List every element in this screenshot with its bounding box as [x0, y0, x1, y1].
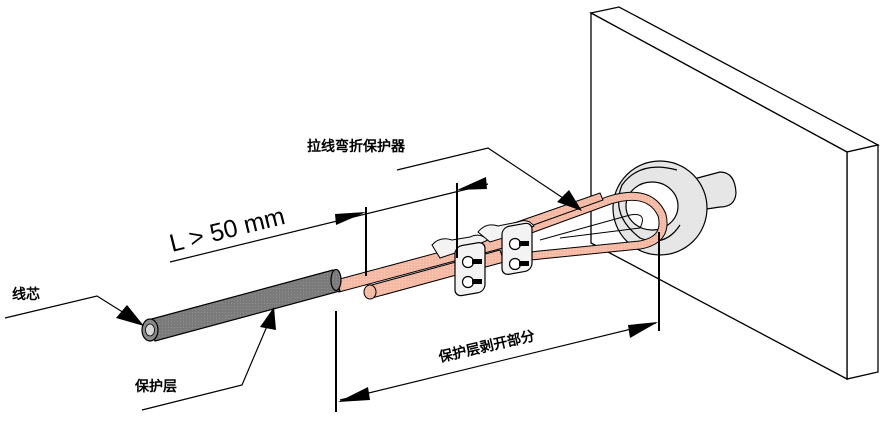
- label-wire-core: 线芯: [12, 286, 40, 303]
- label-stripped-section: 保护层剥开部分: [436, 327, 536, 366]
- leader-bend-protector: [396, 147, 582, 211]
- label-sheath: 保护层: [134, 378, 177, 395]
- wire-clamp-right: [477, 220, 535, 275]
- leader-wire-core: [4, 295, 144, 326]
- nut-icon: [461, 255, 475, 269]
- leader-sheath: [141, 307, 276, 411]
- dimension-stripped-section: [335, 232, 660, 412]
- nut-icon: [508, 257, 522, 271]
- nut-icon: [508, 237, 522, 251]
- dimension-min-length: [169, 177, 489, 276]
- sheathed-cable: [141, 268, 342, 342]
- label-bend-protector: 拉线弯折保护器: [307, 138, 406, 155]
- nut-icon: [461, 275, 475, 289]
- label-length-requirement: L > 50 mm: [167, 202, 288, 258]
